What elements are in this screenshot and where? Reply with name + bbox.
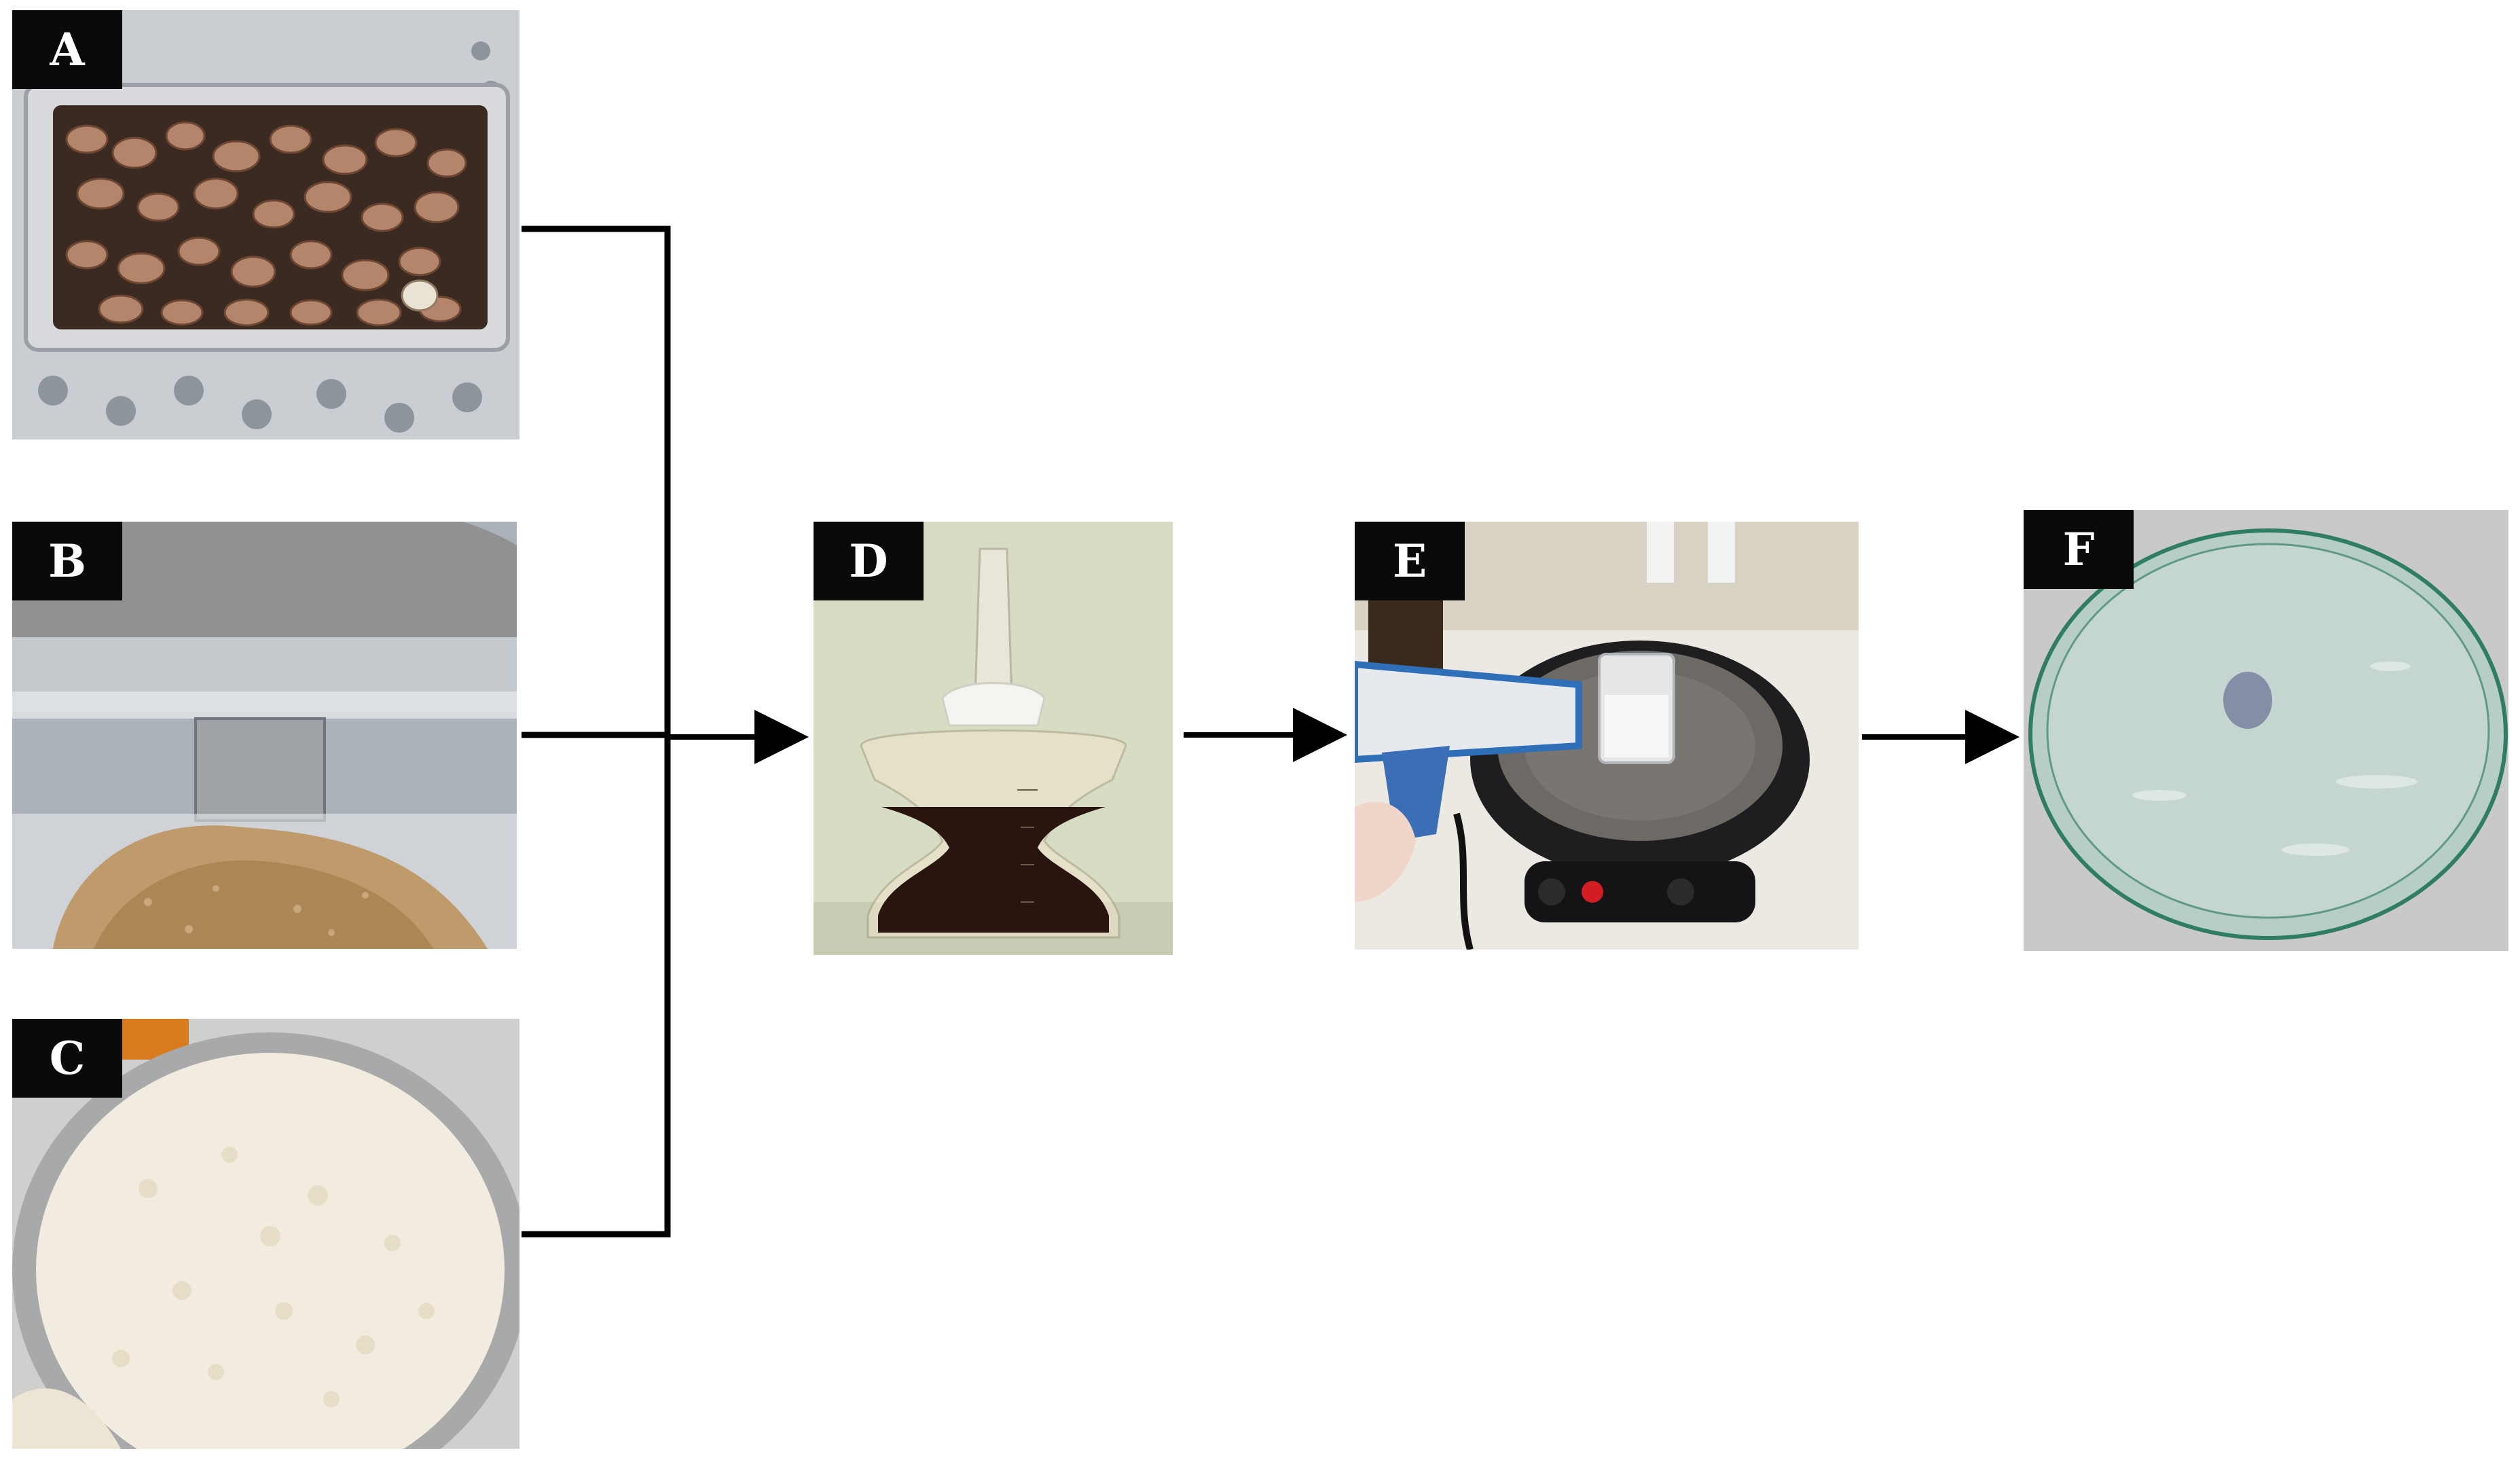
panel-d-extract-flask: D [814, 522, 1173, 955]
white-powder-photo [12, 1019, 519, 1449]
extract-flask-photo [814, 522, 1173, 955]
panel-d-label: D [814, 522, 924, 600]
panel-b-grinding: B [12, 522, 517, 949]
hotplate-photo [1355, 522, 1859, 950]
panel-a-shells-on-tray: A [12, 10, 519, 439]
panel-a-label: A [12, 10, 122, 89]
grinding-photo [12, 522, 517, 949]
panel-f-label: F [2024, 510, 2134, 589]
shells-tray-photo [12, 10, 519, 439]
panel-c-label: C [12, 1019, 122, 1098]
panel-e-label: E [1355, 522, 1465, 600]
petri-dish-photo [2024, 510, 2508, 951]
panel-c-white-powder: C [12, 1019, 519, 1449]
panel-f-petri-dish-film: F [2024, 510, 2508, 951]
panel-b-label: B [12, 522, 122, 600]
panel-e-hotplate: E [1355, 522, 1859, 950]
connector-a [522, 226, 671, 1238]
